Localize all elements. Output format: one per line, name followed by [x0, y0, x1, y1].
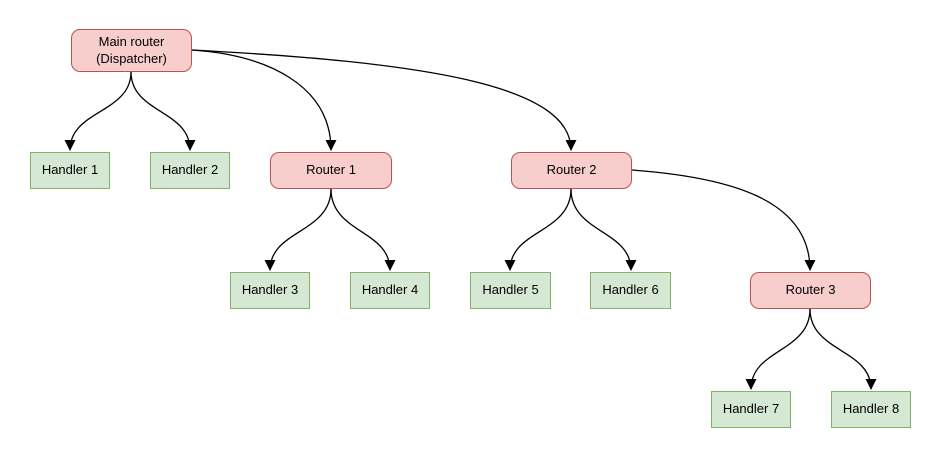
- edge-router-1-to-handler-3: [264, 188, 332, 271]
- node-router-3-label: Router 3: [785, 282, 836, 298]
- node-handler-4-label: Handler 4: [361, 282, 419, 298]
- node-router-2: Router 2: [511, 152, 632, 189]
- node-handler-3: Handler 3: [230, 272, 310, 309]
- node-main-router: Main router (Dispatcher): [71, 29, 192, 72]
- node-handler-1: Handler 1: [30, 152, 110, 189]
- node-router-1-label: Router 1: [306, 162, 356, 178]
- edge-main-router-to-router-1: [191, 49, 337, 151]
- edge-router-2-to-handler-6: [570, 188, 637, 271]
- node-main-router-label-line1: Main router: [98, 33, 165, 49]
- edge-router-3-to-handler-7: [745, 308, 811, 390]
- node-handler-8: Handler 8: [831, 391, 911, 428]
- node-handler-7: Handler 7: [711, 391, 791, 428]
- edge-router-2-to-handler-5: [504, 188, 572, 271]
- node-handler-2-label: Handler 2: [161, 162, 219, 178]
- node-handler-5: Handler 5: [470, 272, 551, 309]
- edge-main-router-to-handler-2: [130, 71, 196, 151]
- node-handler-8-label: Handler 8: [842, 401, 900, 417]
- node-handler-5-label: Handler 5: [482, 282, 539, 298]
- node-handler-2: Handler 2: [150, 152, 230, 189]
- node-router-2-label: Router 2: [546, 162, 597, 178]
- node-handler-1-label: Handler 1: [41, 162, 99, 178]
- node-handler-4: Handler 4: [350, 272, 430, 309]
- edge-main-router-to-handler-1: [64, 71, 132, 151]
- node-handler-6: Handler 6: [590, 272, 671, 309]
- edge-main-router-to-router-2: [191, 49, 577, 151]
- node-router-1: Router 1: [270, 152, 392, 189]
- node-handler-7-label: Handler 7: [722, 401, 780, 417]
- node-router-3: Router 3: [750, 272, 871, 309]
- edge-router-3-to-handler-8: [809, 308, 877, 390]
- node-handler-3-label: Handler 3: [241, 282, 299, 298]
- edge-router-2-to-router-3: [631, 169, 816, 271]
- node-main-router-label-line2: (Dispatcher): [96, 50, 167, 66]
- edge-router-1-to-handler-4: [330, 188, 396, 271]
- node-handler-6-label: Handler 6: [602, 282, 659, 298]
